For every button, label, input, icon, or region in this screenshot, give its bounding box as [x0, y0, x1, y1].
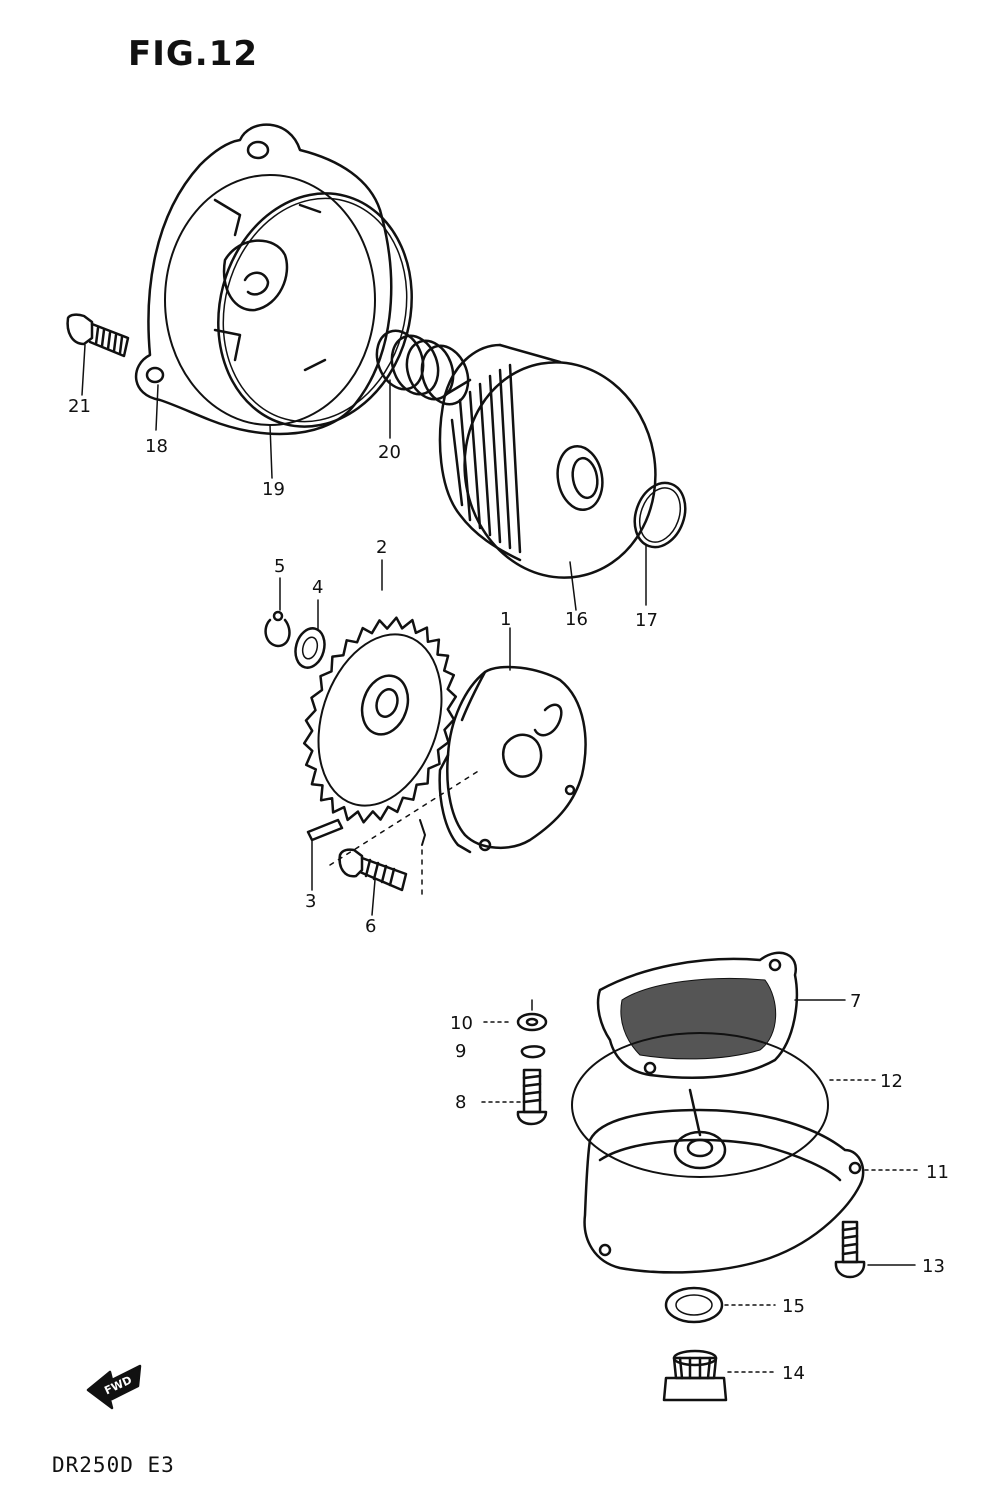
callout-8: 8: [455, 1092, 466, 1113]
part-16-oil-filter: [438, 343, 657, 579]
leader-lines: [81, 344, 921, 1373]
figure-title: FIG.12: [128, 34, 259, 74]
part-12-o-ring: [571, 1032, 829, 1178]
part-6-bolt: [338, 848, 408, 892]
alignment-lines: [329, 769, 481, 901]
callout-12: 12: [880, 1071, 903, 1092]
callout-11: 11: [926, 1162, 949, 1183]
forward-arrow-icon: [86, 1364, 142, 1410]
callout-6: 6: [365, 916, 376, 937]
callout-20: 20: [378, 442, 401, 463]
part-3-pin: [306, 818, 344, 842]
part-17-o-ring: [633, 481, 687, 549]
part-5-circlip: [264, 610, 291, 648]
part-14-drain-plug: [662, 1349, 728, 1402]
part-21-bolt: [66, 313, 130, 358]
callout-7: 7: [850, 991, 861, 1012]
callout-4: 4: [312, 577, 323, 598]
part-15-gasket: [664, 1286, 724, 1324]
callout-3: 3: [305, 891, 316, 912]
part-2-driven-gear: [302, 616, 458, 824]
callout-2: 2: [376, 537, 387, 558]
callout-16: 16: [565, 609, 588, 630]
part-19-o-ring: [217, 192, 413, 428]
callout-15: 15: [782, 1296, 805, 1317]
model-code: DR250D E3: [52, 1453, 175, 1477]
part-8-bolt: [516, 1068, 548, 1126]
part-1-oil-pump: [419, 665, 587, 854]
callout-19: 19: [262, 479, 285, 500]
callout-18: 18: [145, 436, 168, 457]
part-11-oil-sump-cover: [583, 1088, 865, 1274]
callout-13: 13: [922, 1256, 945, 1277]
callout-14: 14: [782, 1363, 805, 1384]
callout-17: 17: [635, 610, 658, 631]
callout-21: 21: [68, 396, 91, 417]
part-7-oil-strainer: [596, 951, 799, 1080]
part-13-bolt: [834, 1220, 866, 1279]
part-10-washer: [516, 1012, 548, 1032]
part-20-spring: [375, 329, 470, 406]
callout-10: 10: [450, 1013, 473, 1034]
callout-9: 9: [455, 1041, 466, 1062]
callout-5: 5: [274, 556, 285, 577]
part-18-filter-cap: [134, 123, 393, 436]
part-4-washer: [294, 627, 326, 669]
part-9-lock-washer: [520, 1045, 546, 1059]
callout-1: 1: [500, 609, 511, 630]
